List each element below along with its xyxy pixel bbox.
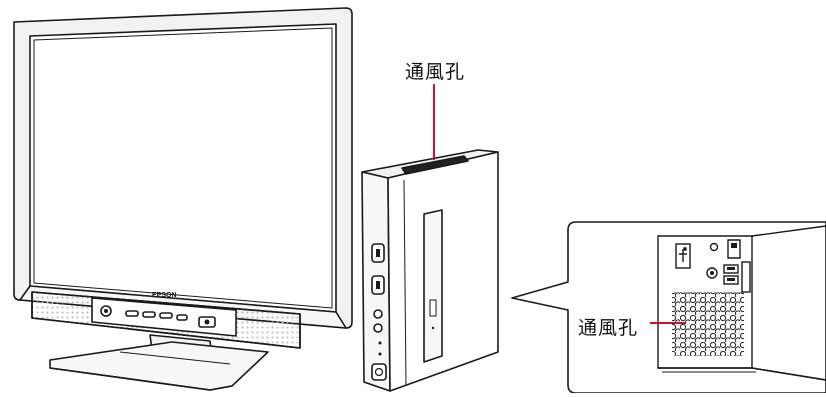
top-vent-label: 通風孔 [405,61,466,83]
monitor-brand-logo: EPSON [152,292,177,299]
optical-drive [423,209,443,363]
rear-vent-label: 通風孔 [578,317,639,339]
top-vent [401,155,469,175]
power-button [371,363,387,381]
monitor-screen [29,23,337,313]
monitor [13,7,353,391]
rear-view-inset [511,221,826,394]
tower-pc [361,149,499,392]
